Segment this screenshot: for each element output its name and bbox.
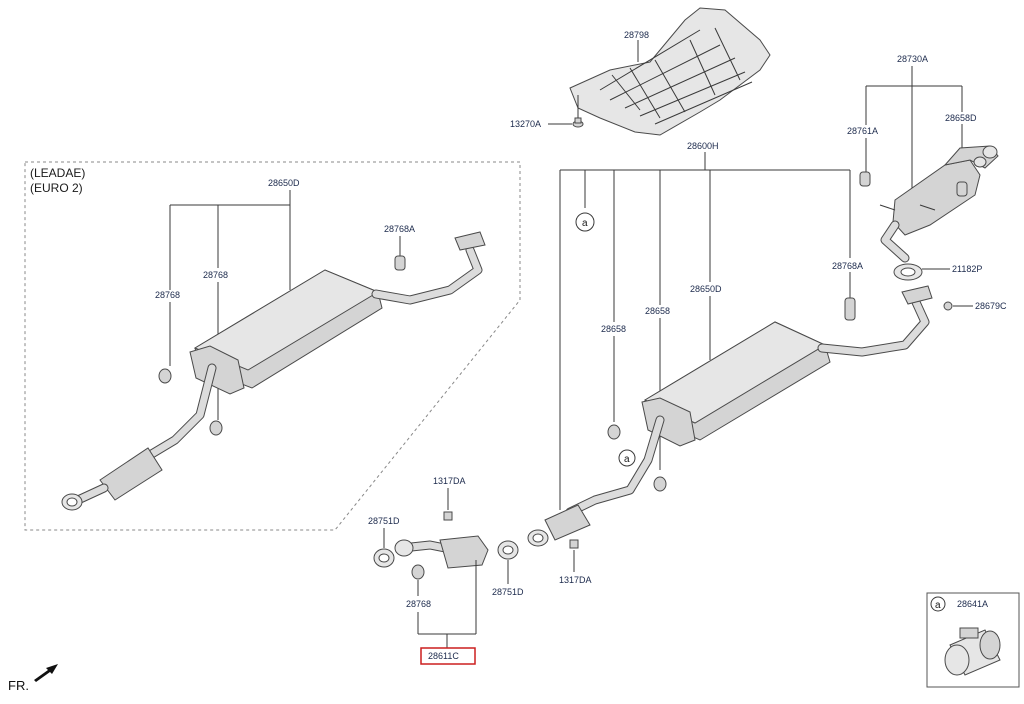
label-front-hanger: 28768: [406, 599, 431, 609]
label-right-muffler: 28650D: [690, 284, 722, 294]
label-heat-shield: 28798: [624, 30, 649, 40]
rear-muffler[interactable]: [879, 145, 999, 263]
right-rear-pipe[interactable]: [817, 285, 933, 357]
right-hanger-top-rubber[interactable]: [844, 297, 856, 321]
front-arrow-icon: [34, 664, 58, 682]
callout-a-upper-label: a: [582, 218, 588, 229]
label-left-hanger-2: 28768: [203, 270, 228, 280]
label-right-hanger-2: 28658: [645, 306, 670, 316]
right-catalytic-converter[interactable]: [527, 504, 591, 547]
clamp[interactable]: [944, 627, 1001, 676]
clamp-callout-a: [930, 596, 946, 612]
right-hanger-1-rubber[interactable]: [607, 424, 621, 440]
front-pipe[interactable]: [394, 535, 489, 569]
label-front-gasket-right: 28751D: [492, 587, 524, 597]
front-gasket-left[interactable]: [373, 548, 395, 568]
label-right-hanger-1: 28658: [601, 324, 626, 334]
callout-a-upper: [575, 212, 595, 232]
label-heat-shield-nut: 13270A: [510, 119, 541, 129]
label-rear-nut: 28679C: [975, 301, 1007, 311]
variant-note-line2: (EURO 2): [30, 181, 83, 195]
front-nut-top[interactable]: [443, 511, 453, 521]
heat-shield[interactable]: [569, 7, 771, 136]
label-rear-muffler-assy: 28730A: [897, 54, 928, 64]
front-indicator-text: FR.: [8, 678, 29, 693]
left-muffler[interactable]: [189, 269, 383, 395]
left-hanger-top-rubber[interactable]: [394, 255, 406, 271]
left-front-pipe[interactable]: [145, 363, 217, 460]
right-front-pipe[interactable]: [565, 415, 665, 517]
front-hanger[interactable]: [411, 564, 425, 580]
label-clamp: 28641A: [957, 599, 988, 609]
front-nut-bottom[interactable]: [569, 539, 579, 549]
rear-hanger-rubber-b[interactable]: [956, 181, 968, 197]
callout-a-lower-label: a: [624, 454, 630, 465]
label-left-hanger-1: 28768: [155, 290, 180, 300]
left-hanger-2-rubber[interactable]: [209, 420, 223, 436]
label-left-muffler: 28650D: [268, 178, 300, 188]
label-left-hanger-top: 28768A: [384, 224, 415, 234]
label-right-hanger-top: 28768A: [832, 261, 863, 271]
rear-hanger-rubber[interactable]: [859, 171, 871, 187]
label-rear-hanger-b: 28658D: [945, 113, 977, 123]
right-main-muffler[interactable]: [641, 321, 831, 447]
right-hanger-2-rubber[interactable]: [653, 476, 667, 492]
label-rear-hanger: 28761A: [847, 126, 878, 136]
callout-a-lower: [618, 449, 636, 467]
label-front-nut-top: 1317DA: [433, 476, 466, 486]
left-rear-pipe[interactable]: [371, 231, 486, 305]
clamp-callout-a-label: a: [935, 600, 941, 611]
rear-nut[interactable]: [943, 301, 953, 311]
rear-gasket[interactable]: [893, 263, 923, 281]
variant-box: [24, 161, 521, 531]
variant-note-line1: (LEADAE): [30, 166, 85, 180]
label-front-pipe-highlight[interactable]: 28611C: [428, 651, 459, 661]
label-main-assy: 28600H: [687, 141, 719, 151]
left-hanger-1-rubber[interactable]: [158, 368, 172, 384]
heat-shield-nut[interactable]: [572, 117, 584, 128]
left-catalytic-converter[interactable]: [61, 447, 163, 511]
label-front-nut-bottom: 1317DA: [559, 575, 592, 585]
front-gasket-right[interactable]: [497, 540, 519, 560]
label-gasket-rear: 21182P: [952, 264, 982, 274]
front-pipe-highlight-box: [420, 647, 476, 665]
label-front-gasket-left: 28751D: [368, 516, 400, 526]
